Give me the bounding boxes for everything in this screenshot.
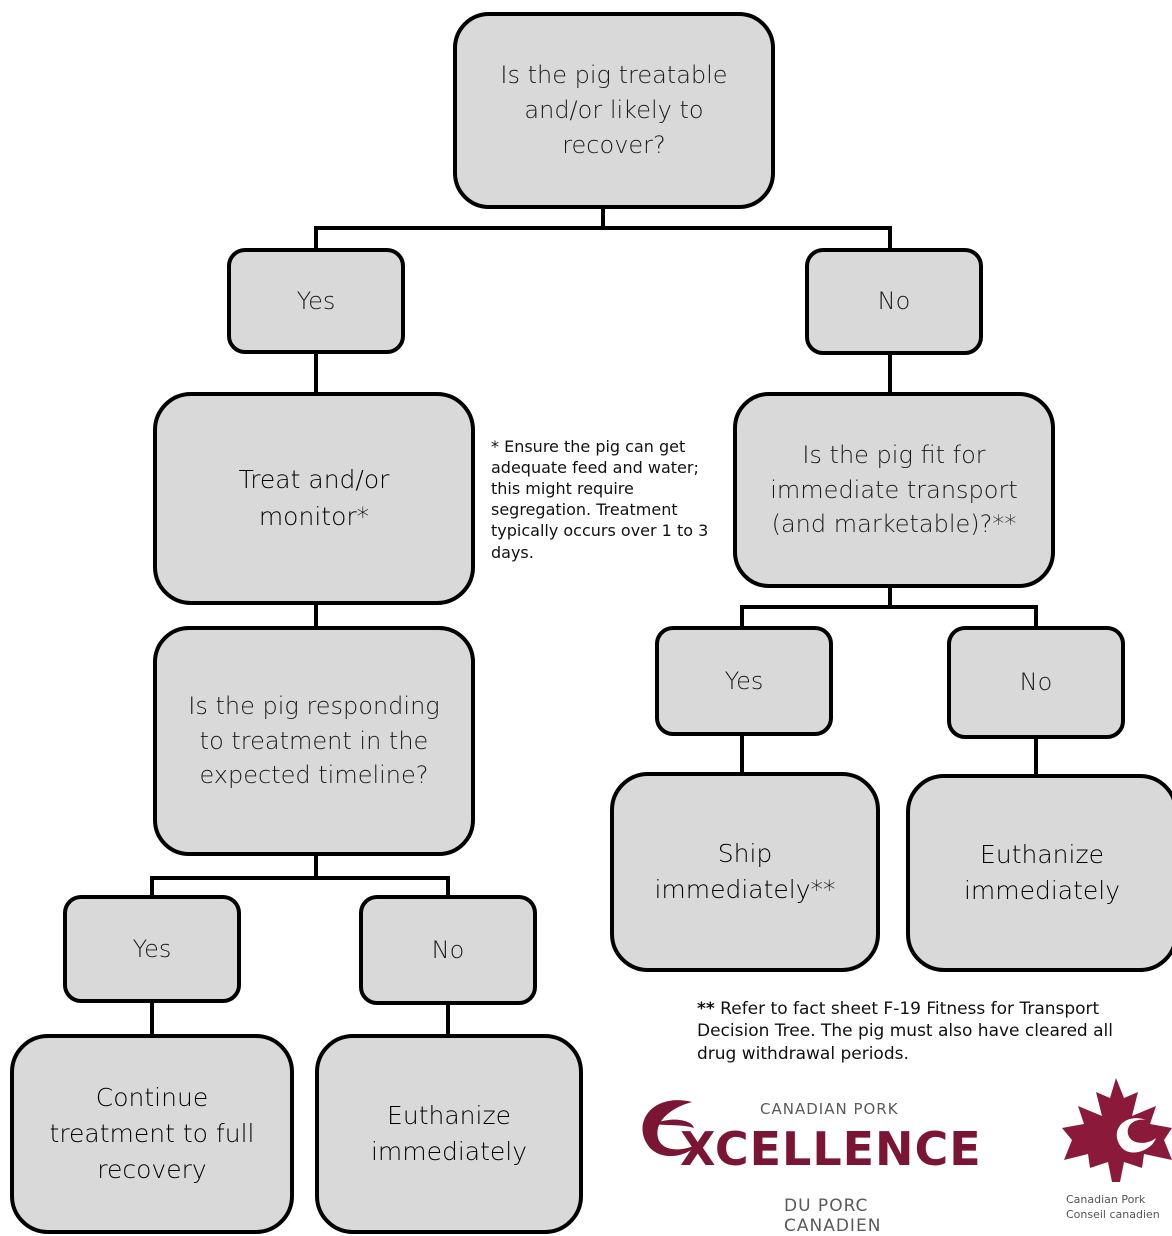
maple-leaf-icon (1062, 1078, 1172, 1182)
continue-treatment-action: Continue treatment to full recovery (10, 1034, 294, 1234)
root-question: Is the pig treatable and/or likely to re… (453, 12, 775, 209)
treatment-footnote: * Ensure the pig can get adequate feed a… (491, 437, 709, 562)
euthanize-right-action: Euthanize immediately (906, 774, 1172, 972)
excellence-swoosh-icon (642, 1100, 698, 1157)
answer-no-responding: No (359, 895, 537, 1005)
answer-no-treatable: No (805, 248, 983, 355)
canadian-pork-council-logo: Canadian Pork Conseil canadien (1060, 1076, 1172, 1226)
transport-footnote: ** Refer to fact sheet F-19 Fitness for … (697, 998, 1157, 1065)
transport-question: Is the pig fit for immediate transport (… (733, 392, 1055, 588)
answer-yes-treatable: Yes (227, 248, 405, 354)
answer-yes-transport: Yes (655, 626, 833, 736)
excellence-line2: DU PORC CANADIEN (784, 1196, 882, 1236)
responding-question: Is the pig responding to treatment in th… (153, 626, 475, 856)
footnote-text: Refer to fact sheet F-19 Fitness for Tra… (697, 999, 1113, 1064)
council-line1: Canadian Pork (1066, 1193, 1146, 1206)
excellence-line1: CANADIAN PORK (760, 1100, 899, 1118)
council-line2: Conseil canadien (1066, 1208, 1160, 1221)
excellence-wordmark: XCELLENCE (680, 1122, 982, 1176)
footnote-marker: ** (697, 999, 715, 1019)
ship-immediately-action: Ship immediately** (610, 772, 880, 972)
answer-yes-responding: Yes (63, 895, 241, 1003)
answer-no-transport: No (947, 626, 1125, 739)
canadian-pork-excellence-logo: CANADIAN PORK XCELLENCE DU PORC CANADIEN (632, 1088, 981, 1236)
treat-monitor-action: Treat and/or monitor* (153, 392, 475, 605)
euthanize-left-action: Euthanize immediately (315, 1034, 583, 1234)
